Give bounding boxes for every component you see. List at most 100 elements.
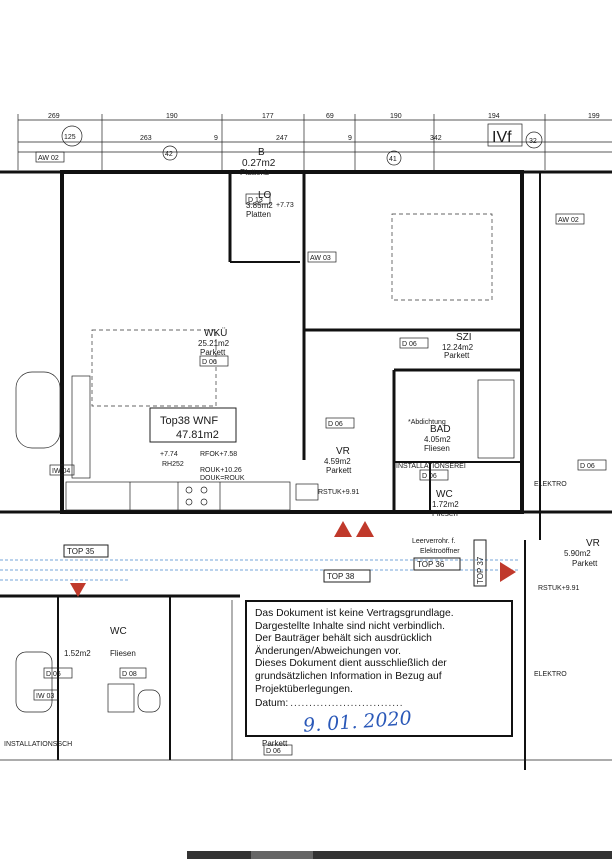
dim-top-11: 9 — [348, 135, 352, 142]
room-vr-floor: Parkett — [326, 466, 352, 475]
door-code: D 08 — [122, 671, 137, 678]
door-code: D 06 — [580, 463, 595, 470]
disclaimer-line: Dieses Dokument dient ausschließlich der — [255, 658, 447, 670]
room-b-area: 0.27m2 — [242, 158, 276, 169]
datum-dots: .............................. — [290, 698, 404, 710]
callout-42: 42 — [165, 151, 173, 158]
label-installationssch: INSTALLATIONSSCH — [4, 741, 72, 748]
room-vr-area: 4.59m2 — [324, 457, 351, 466]
room-b-floor: Plattenb — [240, 168, 270, 177]
room-vr2-floor: Parkett — [572, 559, 598, 568]
misc-labels: INSTALLATIONSEREI INSTALLATIONSSCH Leerv… — [4, 463, 580, 748]
dim-top-6: 194 — [488, 113, 500, 120]
door-code: D 06 — [328, 421, 343, 428]
room-vr2-name: VR — [586, 538, 600, 549]
top-dimension-chain: 269 190 177 69 190 194 199 263 9 247 9 3… — [17, 113, 612, 170]
level-6: +7.73 — [276, 202, 294, 209]
label-parkett: Parkett — [262, 739, 288, 748]
room-wc-name: WC — [436, 489, 453, 500]
door-code: IW 04 — [52, 468, 70, 475]
room-b-name: B — [258, 147, 265, 158]
room-bad-name: BAD — [430, 424, 451, 435]
dim-top-9: 9 — [214, 135, 218, 142]
door-code: D 06 — [266, 748, 281, 755]
top-38-label: TOP 38 — [327, 572, 355, 581]
door-codes: AW 02 AW 02 AW 03 IW 04 IW 03 D 06 D 06 … — [33, 151, 607, 756]
axis-mark-ivf: IVf — [492, 129, 512, 146]
room-lo-area: 3.85m2 — [246, 201, 273, 210]
datum-handwritten-date: 9. 01. 2020 — [302, 707, 413, 738]
room-szi-floor: Parkett — [444, 351, 470, 360]
door-code: D 13 — [248, 197, 263, 204]
dim-top-10: 247 — [276, 135, 288, 142]
label-leerverrohr: Leerverrohr. f. — [412, 538, 456, 545]
door-code: D 06 — [46, 671, 61, 678]
dim-top-4: 69 — [326, 113, 334, 120]
disclaimer-line: Das Dokument ist keine Vertragsgrundlage… — [255, 608, 454, 619]
room-bad-floor: Fliesen — [424, 444, 450, 453]
room-lo-name: LO — [258, 190, 272, 201]
door-code: D 06 — [202, 359, 217, 366]
label-rstuk-2: RSTUK+9.91 — [538, 585, 580, 592]
top-36-label: TOP 36 — [417, 560, 445, 569]
door-code: AW 02 — [38, 155, 59, 162]
room-bad-area: 4.05m2 — [424, 435, 451, 444]
room-wc2-name: WC — [110, 626, 127, 637]
level-2: RH252 — [162, 461, 184, 468]
dashed-lines — [0, 213, 520, 581]
room-wku-floor: Parkett — [200, 348, 226, 357]
room-szi-area: 12.24m2 — [442, 343, 474, 352]
top-markers: TOP 35 TOP 38 TOP 36 TOP 37 — [63, 539, 487, 587]
dim-top-1: 269 — [48, 113, 60, 120]
axis-mark-125: 125 — [64, 134, 76, 141]
door-code: D 06 — [422, 473, 437, 480]
level-5: DOUK=ROUK — [200, 475, 245, 482]
axis-mark-32: 32 — [529, 138, 537, 145]
label-elektrooeffner: Elektroöffner — [420, 548, 460, 555]
disclaimer-box: Das Dokument ist keine Vertragsgrundlage… — [245, 600, 513, 737]
label-rstuk: RSTUK+9.91 — [318, 489, 360, 496]
disclaimer-line: Dargestellte Inhalte sind nicht verbindl… — [255, 620, 446, 632]
room-vr-name: VR — [336, 446, 350, 457]
fixtures — [15, 371, 515, 713]
door-code: AW 03 — [310, 255, 331, 262]
level-1: +7.74 — [160, 451, 178, 458]
unit-area: 47.81m2 — [176, 429, 219, 441]
room-wku-area: 25.21m2 — [198, 339, 230, 348]
level-4: ROUK+10.26 — [200, 467, 242, 474]
disclaimer-line: Projektüberlegungen. — [255, 683, 353, 695]
room-vr2-area: 5.90m2 — [564, 549, 591, 558]
door-code: AW 02 — [558, 217, 579, 224]
room-wc2-area: 1.52m2 — [64, 649, 91, 658]
room-wc2-floor: Fliesen — [110, 649, 136, 658]
callout-41: 41 — [389, 156, 397, 163]
datum-label: Datum: — [255, 698, 289, 710]
room-wku-name: WKÜ — [204, 327, 227, 339]
dim-top-8: 263 — [140, 135, 152, 142]
disclaimer-line: grundsätzlichen Information in Bezug auf — [255, 670, 442, 682]
top-35-label: TOP 35 — [67, 547, 95, 556]
datum-row: Datum: .............................. — [255, 698, 503, 711]
unit-box: Top38 WNF 47.81m2 — [149, 407, 237, 443]
room-labels: B 0.27m2 Plattenb LO 3.85m2 Platten WKÜ … — [64, 147, 600, 658]
room-szi-name: SZI — [456, 332, 472, 343]
dim-top-2: 190 — [166, 113, 178, 120]
dim-top-12: 342 — [430, 135, 442, 142]
bottom-strip — [187, 851, 612, 859]
room-wc-floor: Fliesen — [432, 509, 458, 518]
dim-top-5: 190 — [390, 113, 402, 120]
label-installationserei: INSTALLATIONSEREI — [396, 463, 466, 470]
level-labels: +7.74 RH252 RFOK+7.58 ROUK+10.26 DOUK=RO… — [160, 202, 294, 482]
unit-name: Top38 WNF — [160, 415, 218, 427]
room-lo-floor: Platten — [246, 210, 271, 219]
walls — [0, 170, 612, 770]
level-3: RFOK+7.58 — [200, 451, 237, 458]
label-elektro-2: ELEKTRO — [534, 671, 567, 678]
disclaimer-line: Der Bauträger behält sich ausdrücklich — [255, 633, 432, 645]
dim-top-3: 177 — [262, 113, 274, 120]
entry-markers — [70, 521, 516, 597]
dim-top-7: 199 — [588, 113, 600, 120]
room-wc-area: 1.72m2 — [432, 500, 459, 509]
axis-marks: 125 IVf 32 42 41 — [61, 123, 543, 166]
